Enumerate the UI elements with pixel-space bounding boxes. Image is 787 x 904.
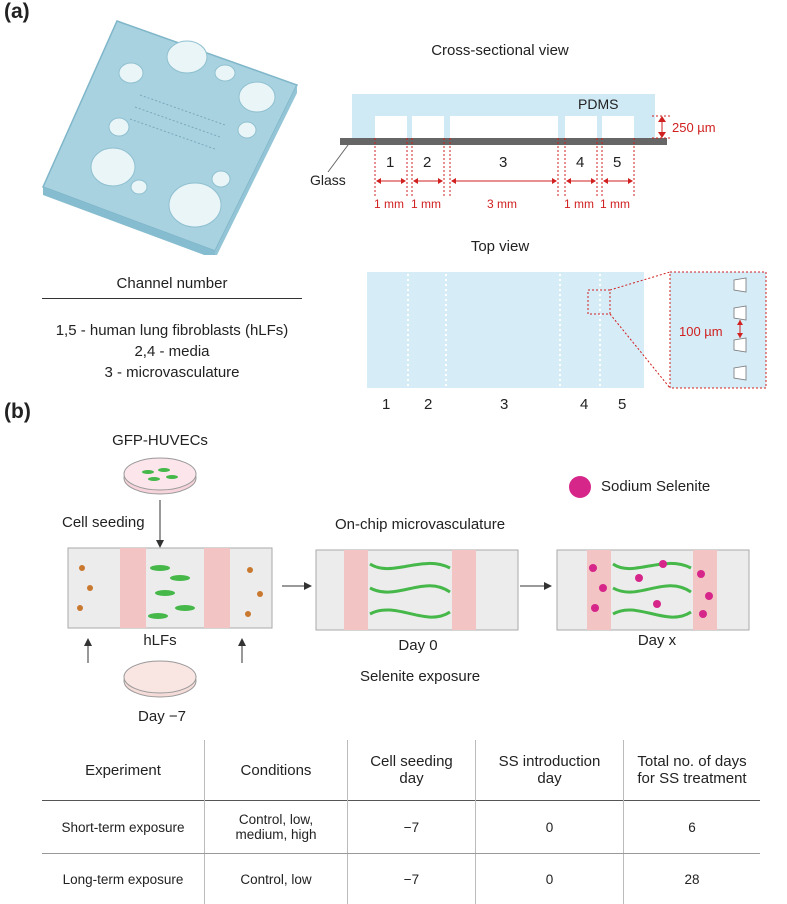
- cell-experiment: Short-term exposure: [42, 801, 205, 854]
- width-label-4: 1 mm: [564, 197, 594, 211]
- cs-channel-3: 3: [499, 154, 507, 171]
- top-view-title: Top view: [440, 238, 560, 255]
- sodium-selenite-label: Sodium Selenite: [601, 478, 710, 495]
- legend-line: 1,5 - human lung fibroblasts (hLFs): [32, 320, 312, 341]
- glass-label: Glass: [310, 172, 346, 188]
- legend-line: 2,4 - media: [32, 341, 312, 362]
- selenite-exposure-label: Selenite exposure: [310, 668, 530, 685]
- cell-seeding-day: −7: [348, 801, 476, 854]
- tv-channel-3: 3: [500, 396, 508, 413]
- cell-experiment: Long-term exposure: [42, 854, 205, 904]
- huvec-label: GFP-HUVECs: [90, 432, 230, 449]
- cell-introduction-day: 0: [476, 801, 624, 854]
- table-row: Short-term exposure Control, low,medium,…: [42, 801, 760, 854]
- panel-a-label: (a): [4, 0, 30, 24]
- cell-conditions: Control, low,medium, high: [205, 801, 348, 854]
- dayx-label: Day x: [622, 632, 692, 649]
- header-conditions: Conditions: [205, 740, 348, 801]
- legend-line: 3 - microvasculature: [32, 362, 312, 383]
- cs-channel-1: 1: [386, 154, 394, 171]
- cs-channel-2: 2: [423, 154, 431, 171]
- glass-slide: [340, 138, 667, 145]
- tv-channel-2: 2: [424, 396, 432, 413]
- day0-label: Day 0: [378, 637, 458, 654]
- legend-title: Channel number: [42, 275, 302, 292]
- width-label-3: 3 mm: [487, 197, 517, 211]
- cross-section-title: Cross-sectional view: [400, 42, 600, 59]
- hlf-dish: [120, 655, 200, 703]
- legend-lines: 1,5 - human lung fibroblasts (hLFs) 2,4 …: [32, 320, 312, 383]
- arrow-1: [280, 578, 314, 594]
- header-experiment: Experiment: [42, 740, 205, 801]
- width-label-5: 1 mm: [600, 197, 630, 211]
- cs-channel-4: 4: [576, 154, 584, 171]
- chip-day0: [312, 548, 522, 632]
- hlfs-label: hLFs: [130, 632, 190, 649]
- legend-divider: [42, 298, 302, 299]
- arrow-2: [518, 578, 554, 594]
- chip-illustration: [35, 15, 310, 255]
- huvec-dish: [120, 452, 200, 500]
- tv-channel-4: 4: [580, 396, 588, 413]
- cell-total-days: 6: [624, 801, 761, 854]
- chip-dayx: [553, 548, 753, 632]
- cell-introduction-day: 0: [476, 854, 624, 904]
- table-row: Long-term exposure Control, low −7 0 28: [42, 854, 760, 904]
- sodium-selenite-icon: [565, 472, 595, 502]
- width-label-1: 1 mm: [374, 197, 404, 211]
- pdms-label: PDMS: [578, 96, 618, 112]
- panel-b-label: (b): [4, 400, 31, 424]
- height-label: 250 µm: [672, 120, 716, 135]
- cell-conditions: Control, low: [205, 854, 348, 904]
- cell-seeding-day: −7: [348, 854, 476, 904]
- tv-channel-5: 5: [618, 396, 626, 413]
- cell-total-days: 28: [624, 854, 761, 904]
- gap-label: 100 µm: [679, 324, 723, 339]
- cross-section-diagram: [300, 88, 740, 218]
- tv-channel-1: 1: [382, 396, 390, 413]
- cs-channel-5: 5: [613, 154, 621, 171]
- onchip-label: On-chip microvasculature: [300, 516, 540, 533]
- width-label-2: 1 mm: [411, 197, 441, 211]
- day-minus7-label: Day −7: [122, 708, 202, 725]
